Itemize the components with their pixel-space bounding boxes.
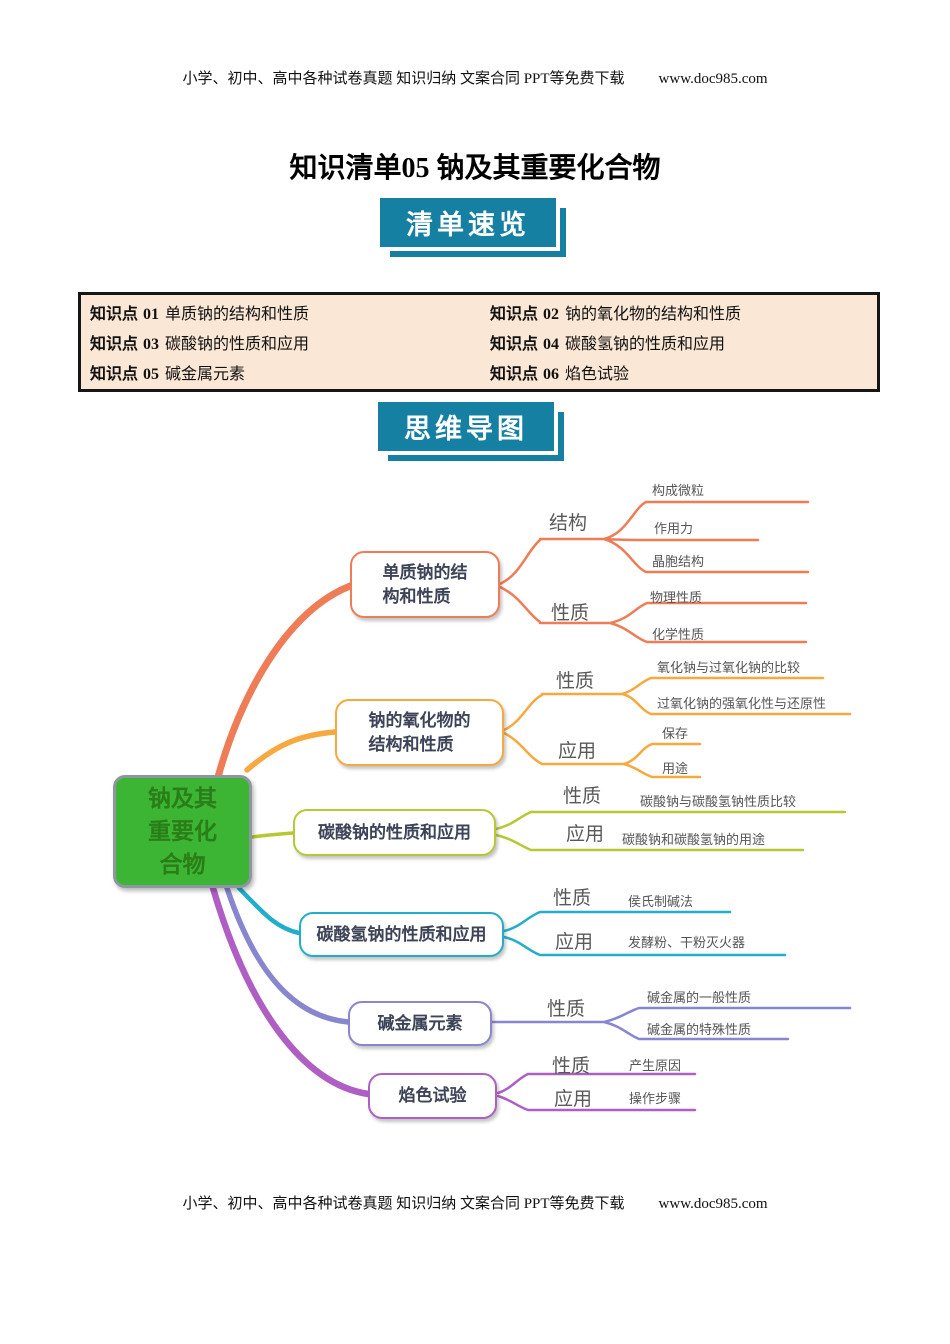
- mindmap-root-node: 钠及其 重要化 合物: [113, 775, 252, 888]
- sub-label: 应用: [555, 932, 594, 953]
- branch-3-trunk: [250, 831, 295, 839]
- kp-number: 05: [143, 366, 160, 383]
- header-text: 小学、初中、高中各种试卷真题 知识归纳 文案合同 PPT等免费下载: [182, 71, 625, 87]
- page-header: 小学、初中、高中各种试卷真题 知识归纳 文案合同 PPT等免费下载 www.doc…: [0, 67, 950, 88]
- page-footer: 小学、初中、高中各种试卷真题 知识归纳 文案合同 PPT等免费下载 www.doc…: [0, 1192, 950, 1213]
- leaf-label: 晶胞结构: [652, 554, 705, 569]
- sub-label: 应用: [554, 1089, 593, 1110]
- mindmap-branch-node-2: 钠的氧化物的 结构和性质: [335, 699, 504, 766]
- sub-label: 性质: [547, 999, 586, 1020]
- sub-label: 性质: [563, 786, 602, 807]
- branch-1-trunk: [214, 582, 354, 781]
- kp-number: 02: [543, 306, 560, 323]
- branch-5-lines: [490, 1006, 852, 1041]
- leaf-label: 构成微粒: [652, 483, 705, 498]
- banner-overview: 清单速览: [376, 194, 566, 257]
- leaf-label: 用途: [662, 761, 689, 776]
- banner-overview-label: 清单速览: [376, 194, 560, 251]
- branch-6-lines: [496, 1072, 697, 1112]
- leaf-label: 氧化钠与过氧化钠的比较: [657, 660, 801, 675]
- branch-6-trunk: [209, 884, 372, 1098]
- sub-label: 性质: [556, 671, 595, 692]
- mindmap-branch-node-6: 焰色试验: [368, 1073, 497, 1119]
- branch-label-line: 单质钠的结: [382, 562, 468, 582]
- kp-text: 焰色试验: [565, 366, 630, 383]
- kp-label: 知识点: [90, 306, 139, 323]
- leaf-label: 过氧化钠的强氧化性与还原性: [657, 696, 827, 711]
- branch-label-line: 构和性质: [382, 586, 451, 606]
- leaf-label: 产生原因: [629, 1058, 682, 1073]
- sub-label: 性质: [553, 888, 592, 909]
- branch-4-lines: [502, 910, 787, 957]
- mindmap-branch-node-5: 碱金属元素: [348, 1001, 492, 1046]
- leaf-label: 操作步骤: [629, 1091, 682, 1106]
- root-line: 重要化: [148, 818, 217, 844]
- branch-4-trunk: [236, 885, 302, 936]
- kp-number: 04: [543, 336, 560, 353]
- branch-1-lines: [498, 500, 810, 644]
- mindmap-branch-node-3: 碳酸钠的性质和应用: [293, 809, 496, 856]
- page-title: 知识清单05 钠及其重要化合物: [289, 153, 661, 184]
- kp-text: 钠的氧化物的结构和性质: [565, 306, 742, 323]
- kp-number: 01: [143, 306, 160, 323]
- leaf-label: 保存: [662, 726, 689, 741]
- branch-label-line: 结构和性质: [368, 734, 454, 754]
- leaf-label: 物理性质: [650, 590, 703, 605]
- branch-label-line: 碳酸钠的性质和应用: [318, 822, 471, 842]
- footer-site-link[interactable]: www.doc985.com: [658, 1196, 768, 1212]
- sub-label: 性质: [551, 603, 590, 624]
- branch-2-trunk: [244, 729, 338, 773]
- mindmap-branch-node-4: 碳酸氢钠的性质和应用: [299, 912, 504, 957]
- root-line: 钠及其: [148, 785, 217, 811]
- branch-5-trunk: [224, 885, 351, 1025]
- sub-label: 应用: [566, 824, 605, 845]
- kp-label: 知识点: [90, 366, 139, 383]
- root-line: 合物: [159, 851, 206, 877]
- kp-label: 知识点: [490, 366, 539, 383]
- kp-label: 知识点: [90, 336, 139, 353]
- leaf-label: 作用力: [654, 521, 694, 536]
- kp-text: 碳酸氢钠的性质和应用: [565, 336, 726, 353]
- branch-3-lines: [494, 810, 847, 852]
- leaf-label: 碱金属的一般性质: [647, 990, 752, 1005]
- leaf-label: 碱金属的特殊性质: [647, 1022, 752, 1037]
- footer-text: 小学、初中、高中各种试卷真题 知识归纳 文案合同 PPT等免费下载: [182, 1196, 625, 1212]
- kp-label: 知识点: [490, 336, 539, 353]
- branch-label-line: 碳酸氢钠的性质和应用: [316, 924, 487, 944]
- banner-mindmap-label: 思维导图: [374, 398, 558, 455]
- leaf-label: 侯氏制碱法: [628, 894, 694, 909]
- kp-number: 06: [543, 366, 560, 383]
- sub-label: 性质: [552, 1056, 591, 1077]
- kp-text: 碱金属元素: [165, 366, 246, 383]
- leaf-label: 碳酸钠和碳酸氢钠的用途: [622, 832, 766, 847]
- branch-2-lines: [502, 676, 852, 779]
- branch-label-line: 焰色试验: [398, 1086, 467, 1105]
- mindmap-branch-node-1: 单质钠的结 构和性质: [350, 551, 500, 618]
- sub-label: 结构: [549, 513, 588, 534]
- kp-text: 碳酸钠的性质和应用: [165, 336, 310, 353]
- branch-label-line: 碱金属元素: [377, 1013, 463, 1033]
- kp-number: 03: [143, 336, 160, 353]
- leaf-label: 发酵粉、干粉灭火器: [628, 935, 746, 950]
- banner-mindmap: 思维导图: [374, 398, 564, 461]
- kp-label: 知识点: [490, 306, 539, 323]
- sub-label: 应用: [558, 741, 597, 762]
- kp-text: 单质钠的结构和性质: [165, 306, 310, 323]
- leaf-label: 化学性质: [652, 627, 705, 642]
- branch-label-line: 钠的氧化物的: [368, 710, 471, 730]
- header-site-link[interactable]: www.doc985.com: [658, 71, 768, 87]
- leaf-label: 碳酸钠与碳酸氢钠性质比较: [640, 794, 797, 809]
